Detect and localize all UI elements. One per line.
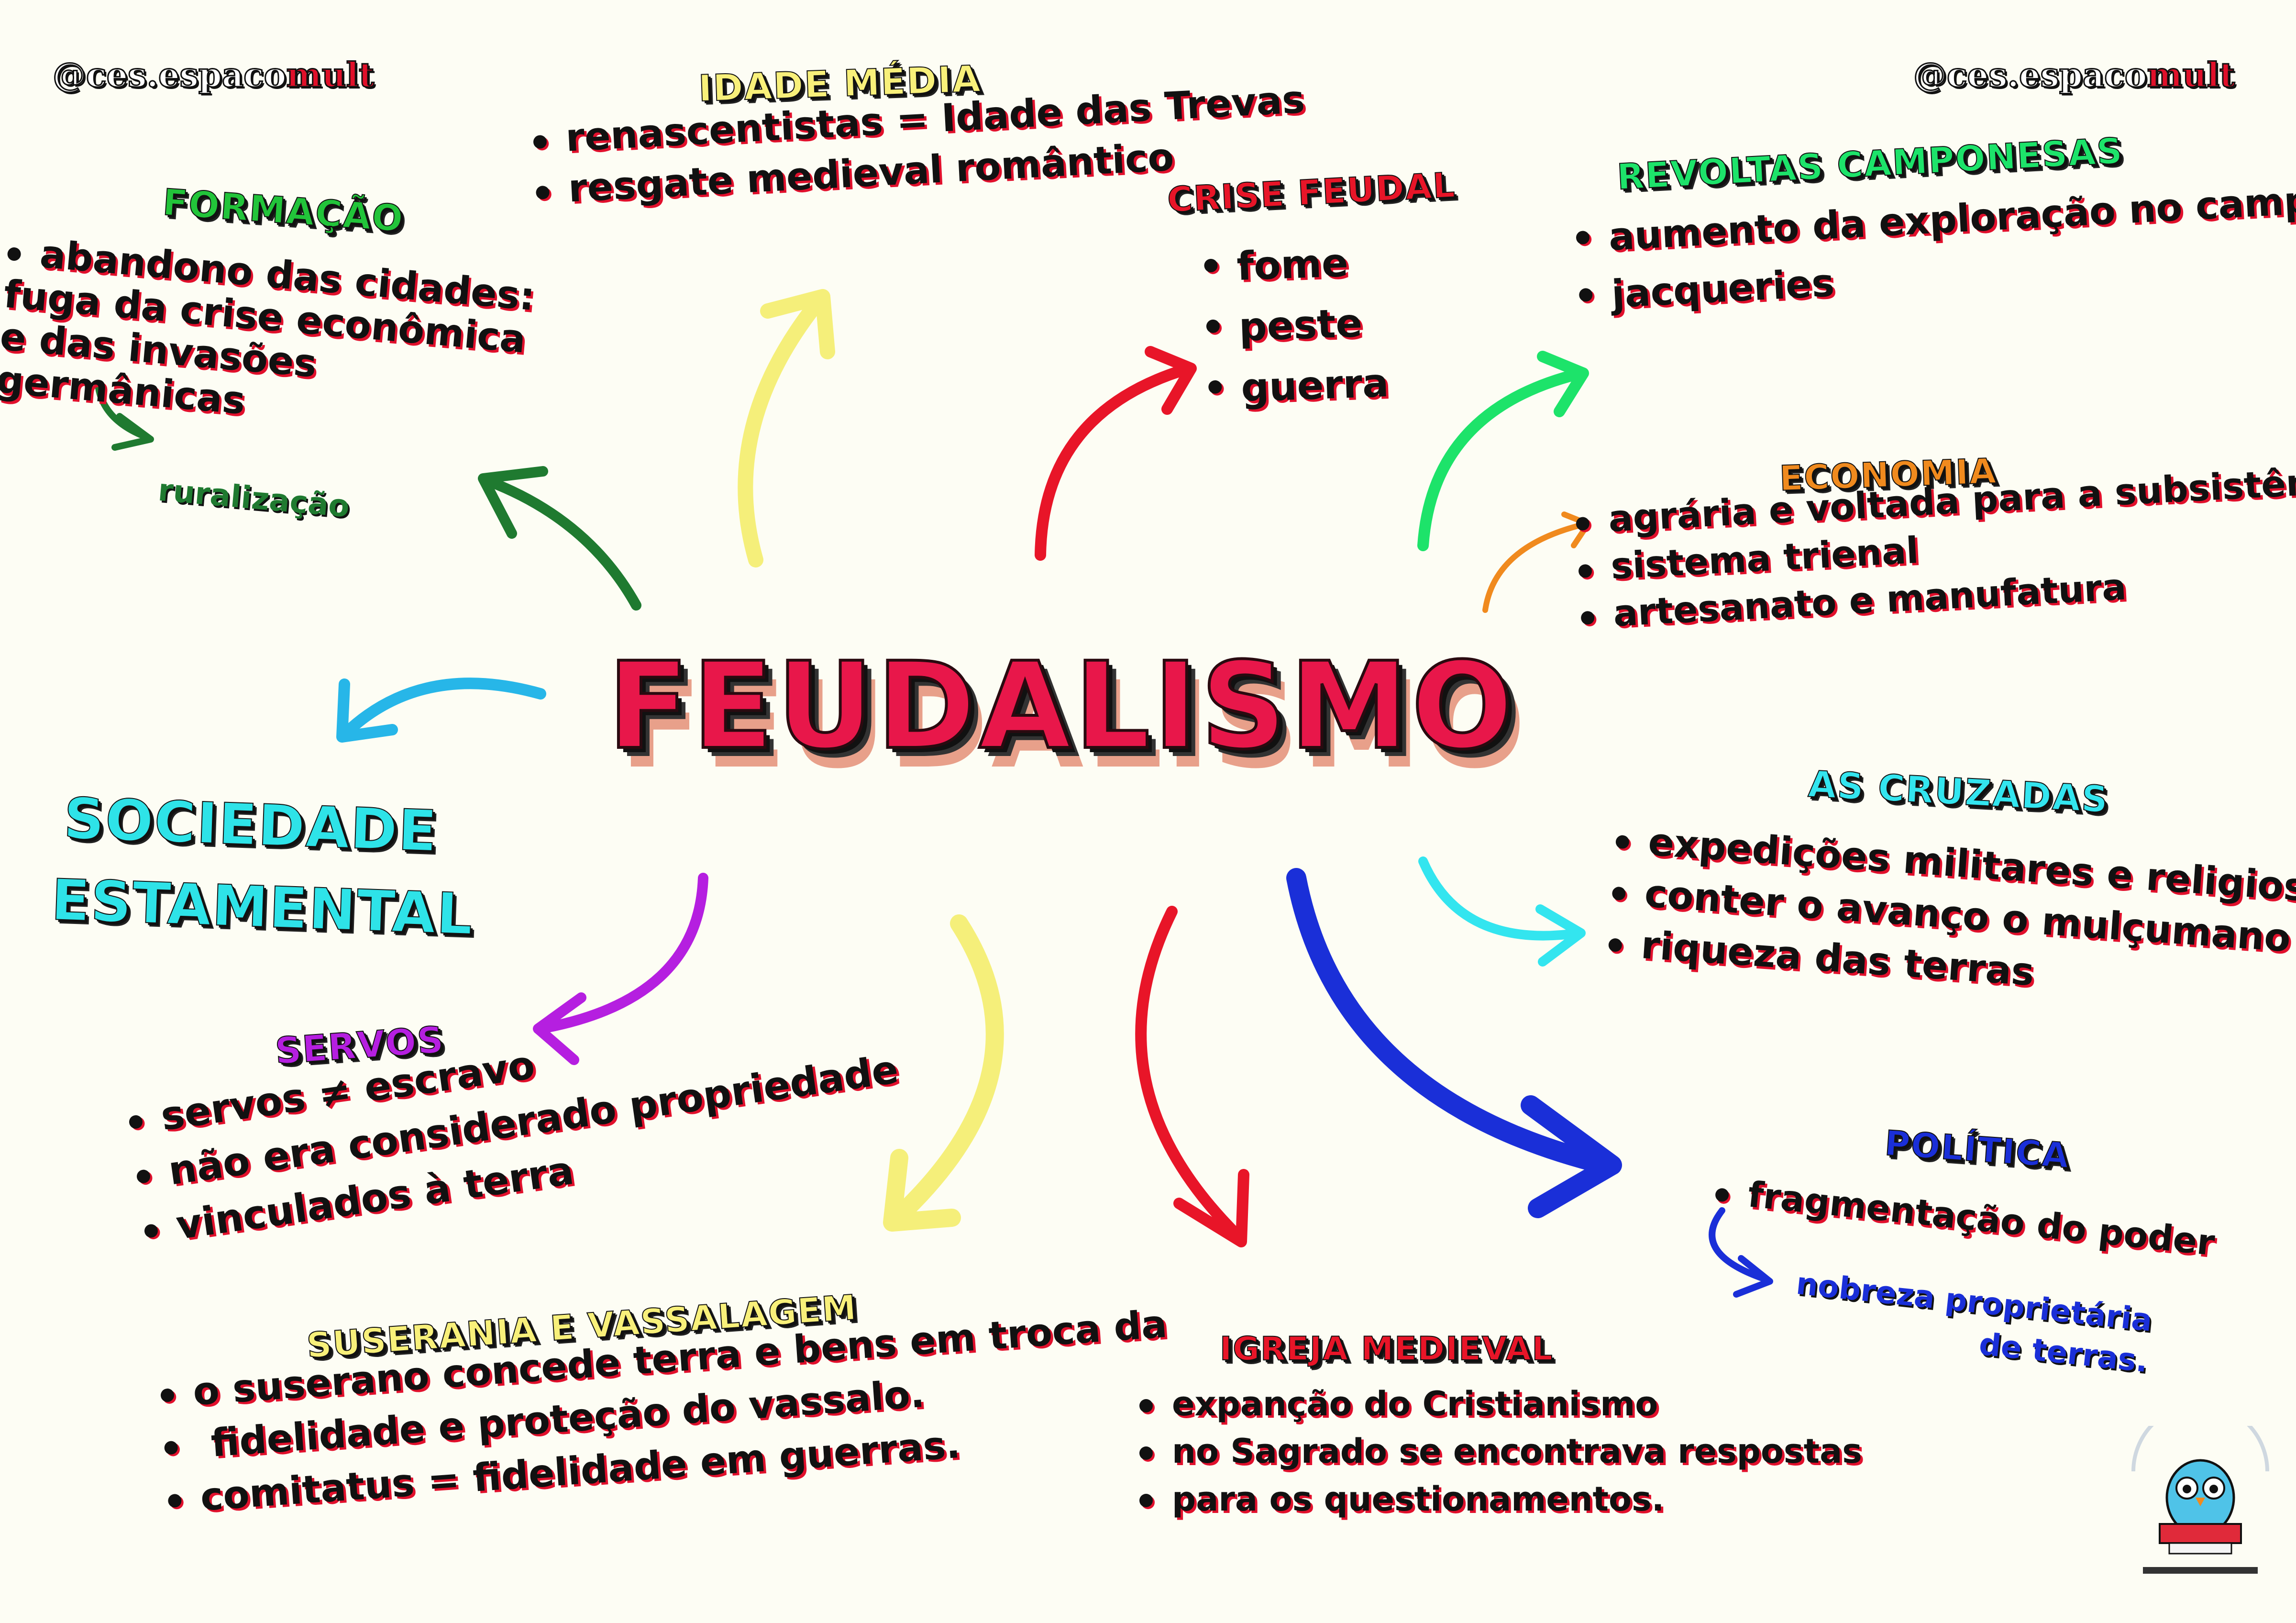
arrow-servos: [535, 873, 708, 1034]
arrow-formacao: [483, 476, 641, 611]
arrowhead-cruzadas: [1535, 904, 1586, 967]
arrowhead-ruralizacao: [111, 413, 154, 451]
sociedade-title-line1: SOCIEDADE: [62, 785, 440, 865]
list-item: expanção do Cristianismo: [1134, 1380, 1862, 1428]
igreja-list: expanção do Cristianismo no Sagrado se e…: [1134, 1380, 1862, 1523]
arrow-suserania: [885, 914, 1004, 1229]
handle-left-accent: mult: [286, 55, 375, 96]
arrowhead-politica: [1521, 1095, 1622, 1218]
arrow-revoltas: [1417, 367, 1587, 551]
list-item: para os questionamentos.: [1134, 1476, 1862, 1523]
arrowhead-formacao: [478, 466, 548, 539]
handle-left: @ces.espacomult: [52, 55, 375, 96]
sociedade-title-line2: ESTAMENTAL: [50, 866, 475, 948]
arrow-idade-media: [738, 291, 828, 567]
owl-logo: [2131, 1426, 2269, 1574]
arrow-nobreza: [1709, 1207, 1771, 1283]
igreja-title: IGREJA MEDIEVAL: [1219, 1330, 1554, 1368]
sociedade-title: SOCIEDADE ESTAMENTAL: [50, 778, 477, 956]
handle-right-accent: mult: [2146, 55, 2236, 96]
handle-right: @ces.espacomult: [1913, 55, 2236, 96]
arrowhead-suserania: [883, 1149, 961, 1232]
list-item: peste: [1200, 292, 1388, 359]
arrow-igreja: [1135, 906, 1245, 1243]
list-item: guerra: [1202, 353, 1390, 420]
arrowhead-idade-media: [760, 289, 835, 359]
formacao-bullet: [7, 246, 22, 262]
arrow-crise: [1035, 363, 1194, 561]
arrow-politica: [1286, 868, 1617, 1175]
arrowhead-sociedade: [336, 678, 398, 743]
crise-feudal-list: fome peste guerra: [1197, 231, 1390, 420]
list-item: fome: [1197, 231, 1385, 299]
main-title: FEUDALISMO: [606, 635, 1516, 777]
arrowhead-nobreza: [1733, 1255, 1773, 1298]
arrowhead-igreja: [1173, 1169, 1249, 1247]
arrowhead-revoltas: [1537, 351, 1589, 417]
handle-left-text: @ces.espaco: [52, 55, 287, 96]
arrow-economia: [1482, 521, 1589, 613]
arrow-sociedade: [339, 678, 546, 740]
arrow-cruzadas: [1418, 856, 1583, 941]
list-item: no Sagrado se encontrava respostas: [1134, 1428, 1862, 1475]
arrowhead-crise: [1145, 346, 1197, 415]
handle-right-text: @ces.espaco: [1913, 55, 2148, 96]
